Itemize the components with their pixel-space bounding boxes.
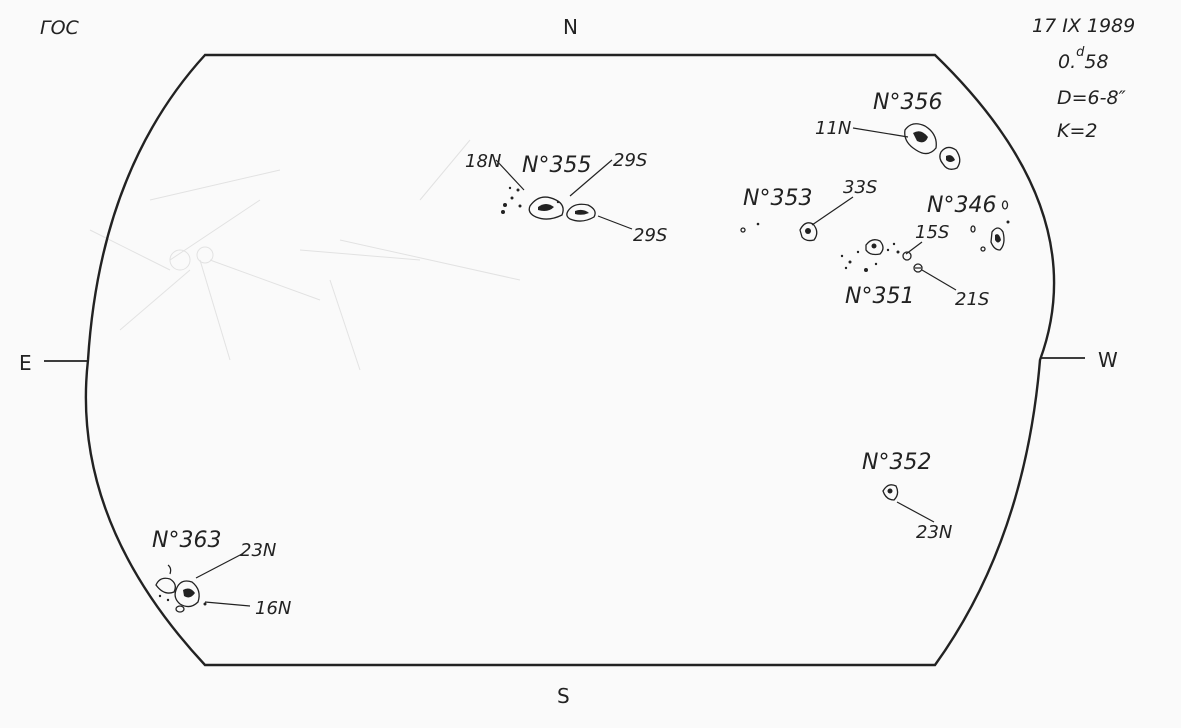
group-356-spot-b: [939, 146, 961, 170]
group-356-leader: [852, 127, 909, 138]
group-356-label: N°356: [873, 90, 942, 115]
group-355-spot-a: [528, 196, 564, 220]
observation-date: 17 IX 1989: [1032, 15, 1135, 37]
group-353-label: N°353: [743, 186, 812, 211]
group-355-lat-right-bottom: 29S: [633, 225, 667, 246]
group-352-leader: [896, 501, 935, 523]
group-351-spot-a: [865, 239, 884, 256]
observation-time: 0.d58: [1058, 45, 1109, 73]
group-356: N°356 11N: [815, 90, 961, 170]
group-356-lat: 11N: [815, 118, 851, 139]
quality-k: K=2: [1057, 120, 1097, 142]
east-label: E: [19, 351, 32, 375]
group-363-lat-top: 23N: [240, 540, 276, 561]
group-346-spot: [990, 227, 1005, 251]
group-355: N°355 18N 29S 29S: [465, 150, 667, 246]
group-351-lat-top: 15S: [915, 222, 949, 243]
north-label: N: [563, 15, 578, 39]
group-352: N°352 23N: [862, 450, 952, 543]
group-355-leader-left: [495, 159, 525, 191]
group-355-label: N°355: [522, 153, 591, 178]
group-351-lat-bottom: 21S: [955, 289, 989, 310]
group-355-leader-bottom: [597, 215, 633, 230]
group-353-spot: [799, 222, 818, 242]
group-363-spot-a: [155, 577, 176, 594]
seeing-diameter: D=6-8″: [1057, 87, 1126, 109]
group-355-leader-top: [569, 159, 613, 197]
group-355-lat-right-top: 29S: [613, 150, 647, 171]
group-353-lat: 33S: [843, 177, 877, 198]
group-355-lat-left: 18N: [465, 151, 501, 172]
disk-outline: [84, 53, 1056, 667]
group-355-spot-b: [566, 203, 596, 222]
observatory-label: ГОС: [40, 17, 80, 39]
group-346-label: N°346: [927, 193, 996, 218]
south-label: S: [557, 684, 570, 708]
group-351: N°351 15S 21S: [840, 222, 989, 310]
group-363-lat-bottom: 16N: [255, 598, 291, 619]
group-352-label: N°352: [862, 450, 931, 475]
group-363-leader-top: [195, 553, 243, 579]
group-363-label: N°363: [152, 528, 221, 553]
group-351-leader-bottom: [921, 269, 957, 291]
group-352-spot: [882, 484, 899, 501]
group-352-lat: 23N: [916, 522, 952, 543]
group-363: N°363 23N 16N: [152, 528, 291, 619]
group-346: N°346: [927, 193, 1010, 252]
group-356-spot-a: [904, 123, 937, 155]
group-351-spot-c: [913, 263, 923, 273]
bleed-through-marks: [89, 139, 521, 371]
group-363-spot-b: [174, 580, 200, 608]
group-353: N°353 33S: [740, 177, 877, 242]
group-363-leader-bottom: [204, 601, 251, 607]
west-label: W: [1098, 348, 1118, 372]
group-351-spot-b: [902, 251, 912, 261]
group-351-label: N°351: [845, 284, 914, 309]
group-353-leader: [811, 196, 854, 226]
